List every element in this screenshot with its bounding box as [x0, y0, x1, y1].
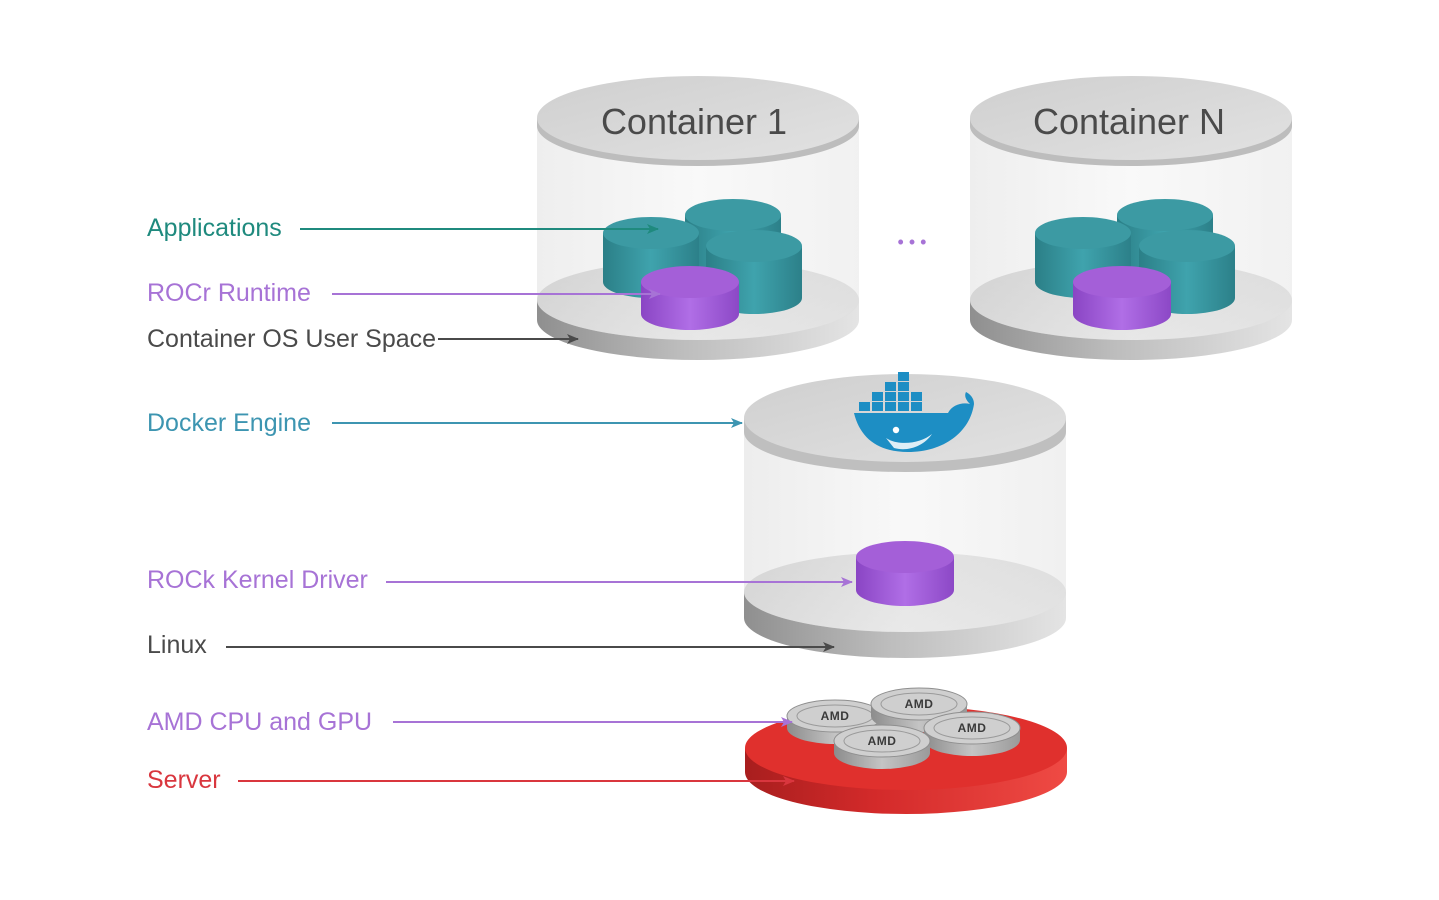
container-n-runtime-cylinder: [1073, 266, 1171, 330]
label-rock-kernel-group: ROCk Kernel Driver: [147, 566, 853, 594]
label-docker-engine-group: Docker Engine: [147, 409, 743, 437]
container-1-lid: [537, 76, 859, 160]
container-n-title: Container N: [1033, 101, 1225, 142]
label-amd-cpu-gpu-group: AMD CPU and GPU: [147, 708, 793, 736]
label-linux: Linux: [147, 631, 207, 659]
label-server-group: Server: [147, 766, 795, 794]
amd-chip-1-logo: AMD: [821, 709, 850, 723]
docker-host: [744, 372, 1066, 658]
label-linux-group: Linux: [147, 631, 835, 659]
label-container-os: Container OS User Space: [147, 325, 436, 353]
amd-chip-3: AMD: [923, 711, 1021, 756]
label-docker-engine: Docker Engine: [147, 409, 311, 437]
label-rocr-runtime: ROCr Runtime: [147, 279, 311, 307]
label-server: Server: [147, 766, 221, 794]
container-n: Container N: [970, 76, 1292, 360]
container-1: Container 1: [537, 76, 859, 360]
amd-chip-4: AMD: [833, 724, 931, 769]
label-container-os-group: Container OS User Space: [147, 325, 579, 353]
container-1-runtime-cylinder: [641, 266, 739, 330]
amd-chip-2-logo: AMD: [905, 697, 934, 711]
docker-host-glass: [744, 420, 1066, 632]
amd-chip-3-logo: AMD: [958, 721, 987, 735]
label-rocr-runtime-group: ROCr Runtime: [147, 279, 661, 307]
amd-chip-4-logo: AMD: [868, 734, 897, 748]
rock-kernel-cylinder: [856, 541, 954, 606]
label-rock-kernel: ROCk Kernel Driver: [147, 566, 368, 594]
server: AMD AMD AMD AMD: [745, 687, 1067, 814]
label-applications-group: Applications: [147, 214, 659, 242]
container-1-title: Container 1: [601, 101, 787, 142]
label-applications: Applications: [147, 214, 282, 242]
label-amd-cpu-gpu: AMD CPU and GPU: [147, 708, 372, 736]
container-n-lid: [970, 76, 1292, 160]
docker-whale-icon: [854, 372, 974, 452]
container-ellipsis: • • •: [898, 232, 927, 252]
